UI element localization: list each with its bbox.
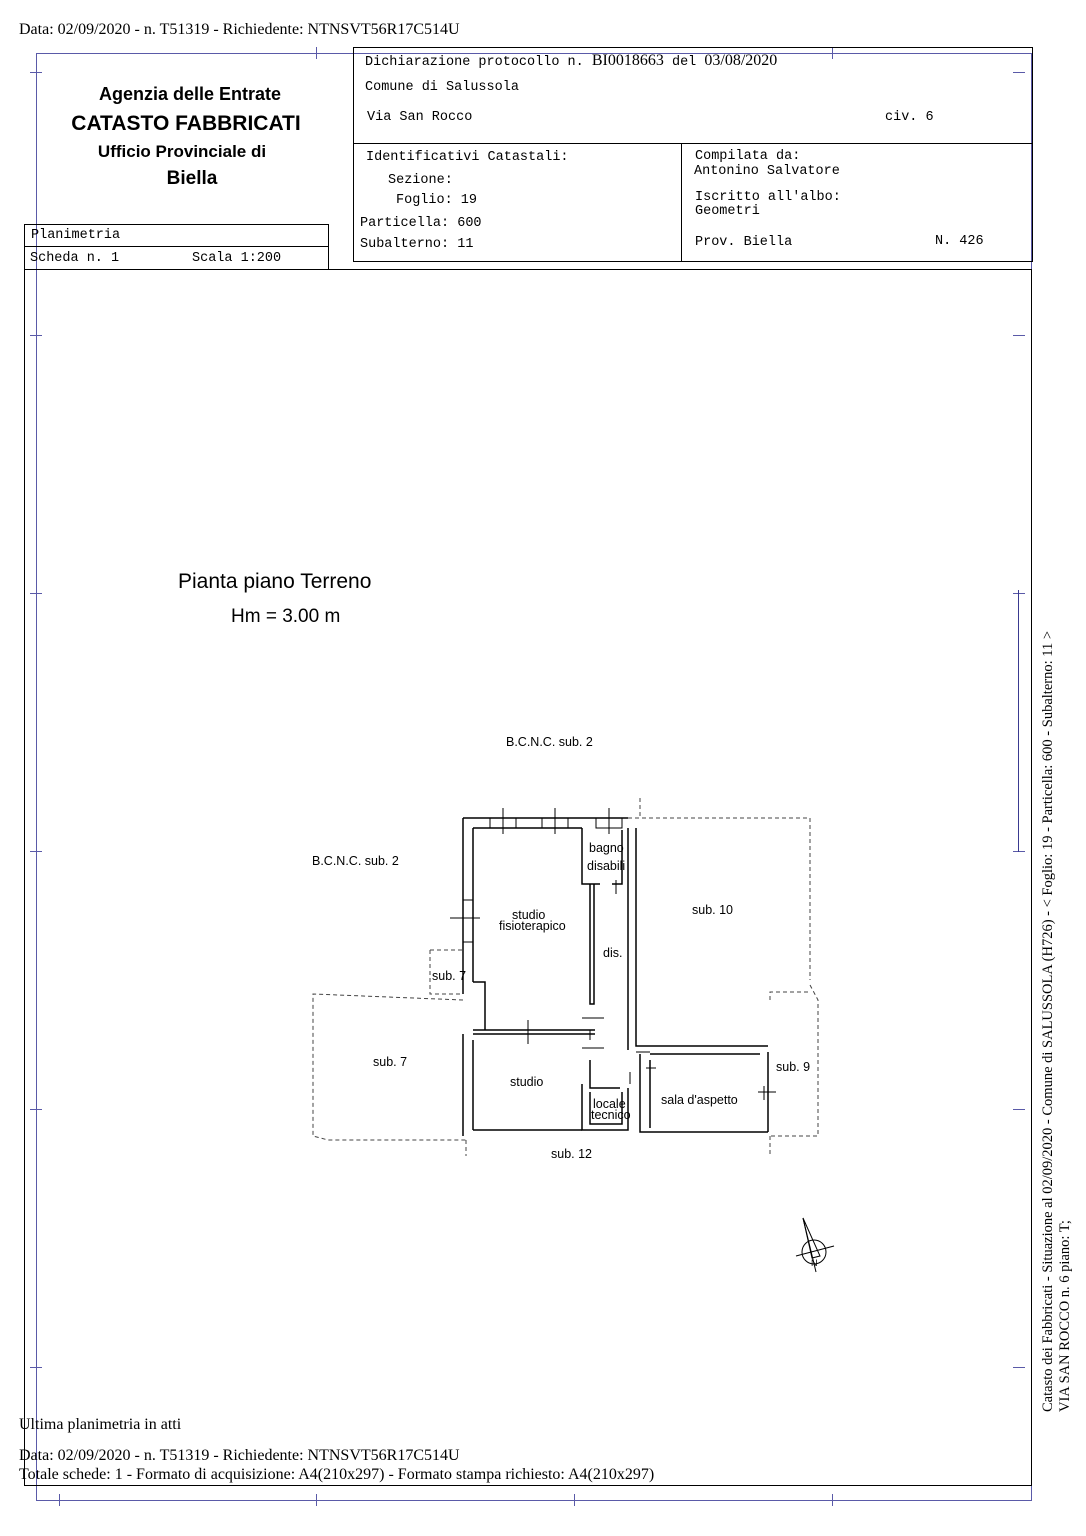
frame-tick	[1013, 851, 1025, 852]
identifiers-box	[353, 143, 1033, 262]
frame-tick	[832, 1494, 833, 1506]
civico: civ. 6	[885, 110, 934, 125]
scheda-number: Scheda n. 1	[30, 251, 120, 266]
frame-tick	[316, 1494, 317, 1506]
identifiers-heading: Identificativi Catastali:	[366, 150, 569, 165]
province-name: Biella	[166, 168, 218, 189]
identifiers-divider	[681, 143, 682, 262]
label-bcnc-left: B.C.N.C. sub. 2	[312, 854, 399, 868]
albo-value: Geometri	[695, 204, 760, 219]
planimetria-title: Planimetria	[31, 228, 121, 243]
header-line: Data: 02/09/2020 - n. T51319 - Richieden…	[19, 21, 460, 38]
catasto-title: CATASTO FABBRICATI	[71, 112, 301, 135]
sezione: Sezione:	[388, 173, 453, 188]
outer-frame-left	[36, 53, 37, 1501]
drawing-frame	[24, 269, 1032, 1486]
main-walls	[462, 817, 769, 1136]
frame-tick	[1013, 1367, 1025, 1368]
scale: Scala 1:200	[192, 251, 282, 266]
side-note-line1: Catasto dei Fabbricati - Situazione al 0…	[1040, 631, 1056, 1412]
plan-height: Hm = 3.00 m	[231, 606, 341, 627]
label-sub9: sub. 9	[776, 1060, 811, 1074]
label-sala: sala d'aspetto	[661, 1093, 738, 1107]
compiler-province: Prov. Biella	[695, 235, 793, 250]
compiler-label: Compilata da:	[695, 149, 801, 164]
compiler-name: Antonino Salvatore	[694, 164, 840, 179]
protocol-date: 03/08/2020	[704, 52, 778, 69]
frame-tick	[30, 335, 42, 336]
via: Via San Rocco	[367, 110, 473, 125]
scale-marker-line	[1018, 590, 1019, 852]
label-tecnico: tecnico	[591, 1108, 631, 1122]
label-studio-fis: studio	[512, 908, 546, 922]
label-locale: locale	[593, 1097, 626, 1111]
label-fisioterapico: fisioterapico	[499, 919, 566, 933]
footer-totale: Totale schede: 1 - Formato di acquisizio…	[19, 1466, 655, 1483]
albo-label: Iscritto all'albo:	[695, 190, 841, 205]
planimetria-divider	[24, 246, 329, 247]
outer-frame-top	[36, 53, 1032, 54]
frame-tick	[1013, 1109, 1025, 1110]
label-sub7-big: sub. 7	[373, 1055, 408, 1069]
frame-tick	[832, 47, 833, 59]
protocol-number: BI0018663	[591, 52, 664, 69]
foglio: Foglio: 19	[396, 193, 478, 208]
frame-tick	[316, 47, 317, 59]
frame-tick	[30, 1367, 42, 1368]
plan-title: Pianta piano Terreno	[178, 570, 372, 593]
label-dis: dis.	[603, 946, 623, 960]
frame-tick	[30, 1109, 42, 1110]
side-note: Catasto dei Fabbricati - Situazione al 0…	[1040, 631, 1074, 1412]
side-note-line2: VIA SAN ROCCO n. 6 piano: T;	[1057, 1220, 1073, 1412]
neighbor-boundaries	[312, 798, 819, 1156]
label-sub12: sub. 12	[551, 1147, 593, 1161]
label-disabili: disabili	[587, 859, 626, 873]
label-sub7-small: sub. 7	[432, 969, 467, 983]
label-studio: studio	[510, 1075, 544, 1089]
frame-tick	[574, 1494, 575, 1506]
label-north: N	[811, 1258, 818, 1268]
ufficio-provinciale: Ufficio Provinciale di	[97, 142, 267, 161]
frame-tick	[1013, 72, 1025, 73]
label-bcnc-top: B.C.N.C. sub. 2	[506, 735, 593, 749]
outer-frame-bottom	[36, 1500, 1032, 1501]
label-sub10: sub. 10	[692, 903, 734, 917]
label-bagno: bagno	[589, 841, 624, 855]
frame-tick	[59, 1494, 60, 1506]
compiler-number: N. 426	[935, 234, 984, 249]
particella: Particella: 600	[360, 216, 482, 231]
footer-ultima: Ultima planimetria in atti	[19, 1416, 182, 1433]
windows	[450, 808, 776, 1100]
frame-tick	[1013, 593, 1025, 594]
agency-name: Agenzia delle Entrate	[98, 84, 282, 104]
frame-tick	[30, 851, 42, 852]
protocol-label: Dichiarazione protocollo n. BI0018663 de…	[365, 52, 778, 70]
subalterno: Subalterno: 11	[360, 237, 474, 252]
frame-tick	[30, 72, 42, 73]
frame-tick	[1013, 335, 1025, 336]
frame-tick	[30, 593, 42, 594]
doors	[582, 880, 656, 1084]
comune: Comune di Salussola	[365, 80, 519, 95]
footer-data-line: Data: 02/09/2020 - n. T51319 - Richieden…	[19, 1447, 460, 1464]
north-arrow	[795, 1217, 835, 1273]
